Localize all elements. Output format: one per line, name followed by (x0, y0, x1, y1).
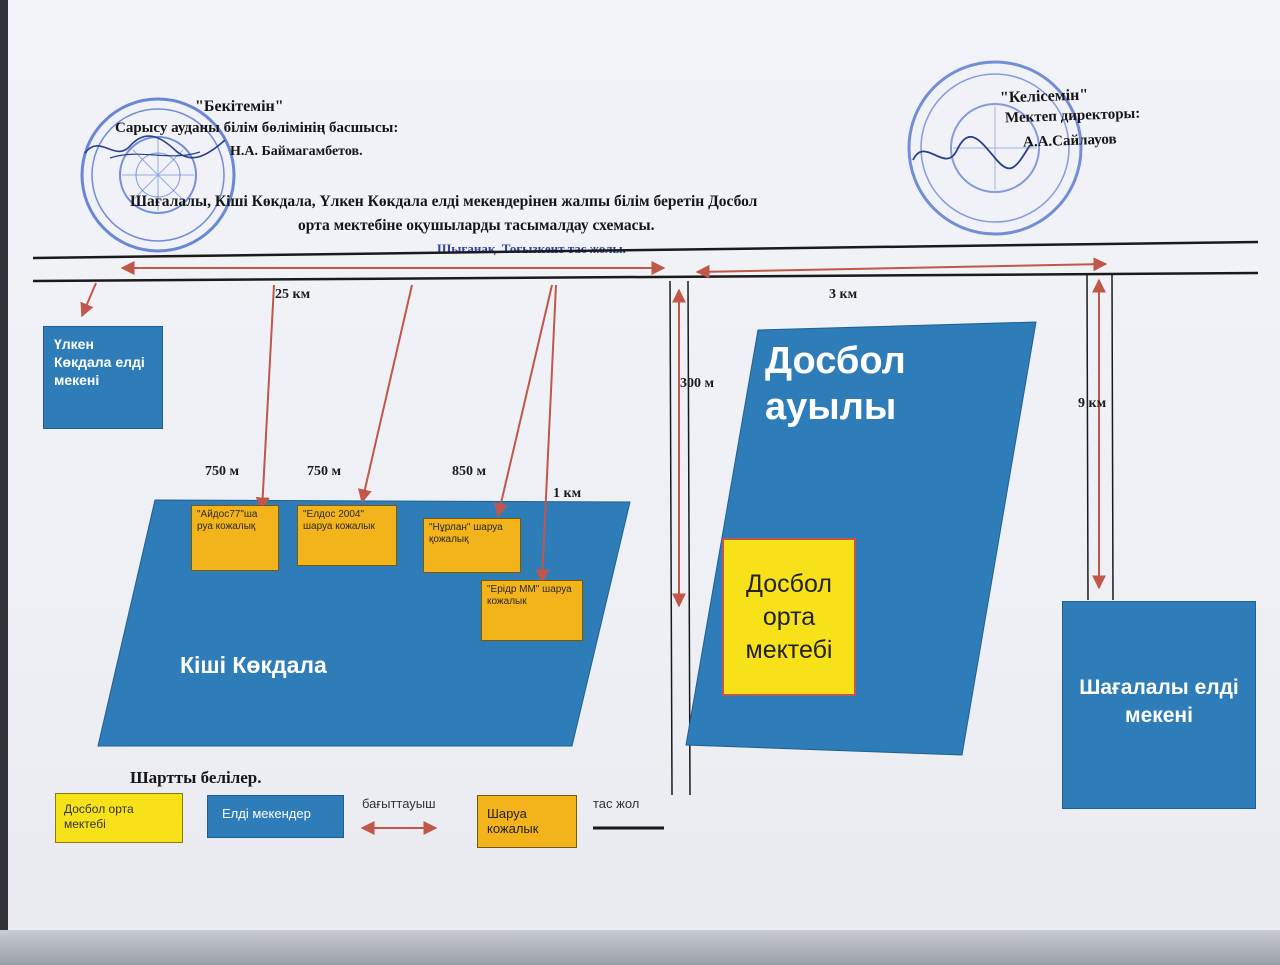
legend-settlements-label: Елді мекендер (222, 806, 311, 821)
distance-3km: 3 км (829, 287, 858, 302)
kishi-kokdala-label: Кіші Көкдала (180, 652, 327, 678)
approve-name: Н.А. Баймагамбетов. (230, 144, 363, 159)
ulken-kokdala-label: Үлкен Көкдала елді мекені (54, 336, 145, 388)
farm-eridr: "Ерідр ММ" шаруа кожалык (481, 580, 583, 641)
district-seal (80, 97, 236, 253)
school-seal (907, 60, 1083, 236)
distance-750m-b: 750 м (307, 464, 342, 479)
arrow-farm-eldos (358, 284, 413, 504)
road-line-bottom (32, 271, 1259, 283)
legend-road-label: тас жол (593, 796, 640, 811)
legend-settlements-swatch: Елді мекендер (207, 795, 344, 838)
farm-eldos-label: "Елдос 2004" шаруа кожалык (303, 509, 375, 532)
distance-9km: 9 км (1078, 396, 1107, 411)
legend-school-label: Досбол орта мектебі (64, 802, 134, 831)
ulken-kokdala-box: Үлкен Көкдала елді мекені (43, 326, 163, 429)
farm-nurlan-label: "Нұрлан" шаруа қожалық (429, 522, 503, 545)
side-road-left (669, 280, 673, 796)
arrow-farm-eridr (535, 284, 557, 584)
dosbol-village-label: Досбол ауылы (765, 340, 906, 428)
dosbol-school-box: Досбол орта мектебі (722, 538, 856, 696)
farm-nurlan: "Нұрлан" шаруа қожалық (423, 518, 521, 573)
dosbol-school-label: Досбол орта мектебі (745, 570, 833, 664)
farm-aidos-label: "Айдос77"ша руа кожалық (197, 509, 258, 532)
table-surface (0, 930, 1280, 965)
arrow-farm-nurlan (494, 284, 553, 518)
shagalaly-box: Шағалалы елді мекені (1062, 601, 1256, 809)
farm-aidos: "Айдос77"ша руа кожалық (191, 505, 279, 571)
side-road-2-right (1111, 274, 1114, 601)
road-line-top (32, 240, 1259, 260)
farm-eldos: "Елдос 2004" шаруа кожалык (297, 505, 397, 566)
farm-eridr-label: "Ерідр ММ" шаруа кожалык (487, 584, 572, 607)
legend-title: Шартты белілер. (130, 768, 262, 787)
legend-farm-swatch: Шаруа кожалык (477, 795, 577, 848)
legend-school-swatch: Досбол орта мектебі (55, 793, 183, 843)
distance-300m: 300 м (680, 376, 715, 391)
approve-title: "Бекітемін" (195, 98, 284, 115)
distance-750m-a: 750 м (205, 464, 240, 479)
legend-direction-label: бағыттауыш (362, 796, 436, 811)
arrow-3km (695, 257, 1108, 279)
distance-1km: 1 км (553, 486, 582, 501)
school-director-signature (912, 136, 1031, 170)
distance-25km: 25 км (275, 287, 311, 302)
legend-farm-label: Шаруа кожалык (487, 806, 539, 836)
title-line1: Шағалалы, Кіші Көкдала, Үлкен Көкдала ел… (130, 193, 758, 210)
title-line2: орта мектебіне оқушыларды тасымалдау схе… (298, 217, 655, 234)
approve-position: Сарысу ауданы білім бөлімінің басшысы: (115, 120, 399, 136)
distance-850m: 850 м (452, 464, 487, 479)
shagalaly-label: Шағалалы елді мекені (1079, 676, 1239, 727)
side-road-2-left (1086, 274, 1089, 601)
director-signature (84, 135, 226, 159)
side-road-right (687, 280, 691, 796)
arrow-farm-aidos (255, 284, 275, 512)
arrow-to-ulken (80, 282, 97, 318)
